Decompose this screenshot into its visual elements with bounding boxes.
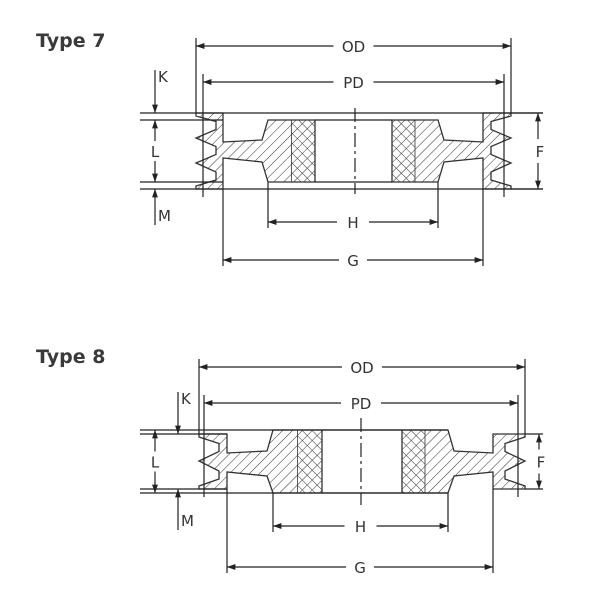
type-8-right-hub-insert <box>401 429 426 494</box>
type-7-drawing: OD PD H G F K L M <box>140 38 544 270</box>
type-7-f-label: F <box>536 143 545 161</box>
type-7-pd-dimension-label: PD <box>343 74 364 92</box>
type-8-title: Type 8 <box>36 346 106 368</box>
type-8-m-label: M <box>181 512 194 530</box>
type-8-l-label: L <box>151 454 160 472</box>
type-7-od-dimension-label: OD <box>342 38 365 56</box>
type-8-pd-dimension-label: PD <box>351 395 372 413</box>
type-8-f-label: F <box>537 454 546 472</box>
type-7-m-label: M <box>158 207 171 225</box>
type-7-right-hub-insert <box>391 119 416 183</box>
type-8-k-label: K <box>181 390 192 408</box>
type-7-k-label: K <box>158 68 169 86</box>
type-8-h-dimension-label: H <box>355 518 366 536</box>
type-8-od-dimension-label: OD <box>350 359 373 377</box>
type-7-h-dimension-label: H <box>347 214 358 232</box>
type-7-left-hub-insert <box>291 119 316 183</box>
type-8-g-dimension-label: G <box>354 559 366 577</box>
type-8-left-hub-insert <box>297 429 323 494</box>
type-7-g-dimension-label: G <box>347 252 359 270</box>
type-7-title: Type 7 <box>36 30 106 52</box>
type-8-drawing: OD PD H G F K L M <box>140 359 545 577</box>
type-7-l-label: L <box>151 143 160 161</box>
